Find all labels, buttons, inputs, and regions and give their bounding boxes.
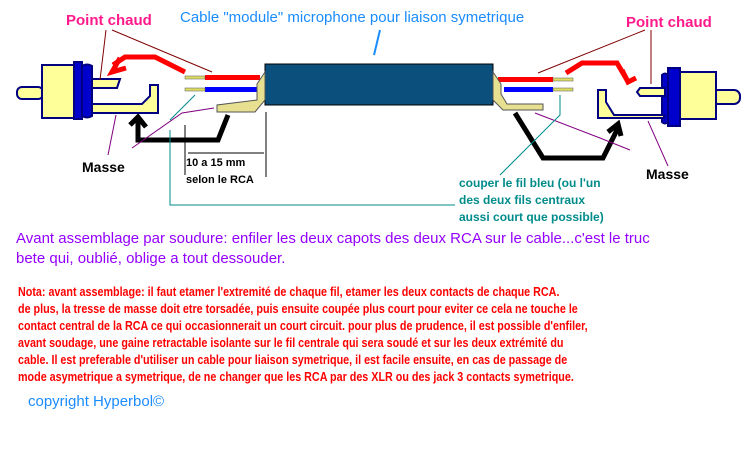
- nota-line: Nota: avant assemblage: il faut etamer l…: [18, 285, 560, 299]
- hot-point-label-right: Point chaud: [626, 14, 712, 31]
- cut-note-line: couper le fil bleu (ou l'un: [459, 176, 601, 190]
- ground-label-right: Masse: [646, 166, 689, 182]
- nota-line: cable. Il est preferable d'utiliser un c…: [18, 353, 568, 367]
- nota-line: mode asymetrique a symetrique, de ne cha…: [18, 370, 574, 384]
- leader-lines: [99, 29, 669, 206]
- cut-note: couper le fil bleu (ou l'un des deux fil…: [459, 175, 604, 226]
- length-line-2: selon le RCA: [186, 174, 254, 186]
- copyright: copyright Hyperbol©: [28, 393, 165, 410]
- cable-title: Cable "module" microphone pour liaison s…: [180, 9, 525, 26]
- hot-point-label-left: Point chaud: [66, 12, 152, 29]
- right-rca-connector: [597, 67, 741, 127]
- nota-paragraph: Nota: avant assemblage: il faut etamer l…: [18, 284, 588, 386]
- left-wires: [184, 70, 266, 113]
- cut-note-line: des deux fils centraux: [459, 193, 586, 207]
- assembly-note-line: bete qui, oublié, oblige a tout dessoude…: [16, 250, 286, 267]
- arrows: [106, 54, 638, 161]
- ground-label-left: Masse: [82, 159, 125, 175]
- nota-line: avant soudage, une gaine retractable iso…: [18, 336, 564, 350]
- nota-line: contact central de la RCA ce qui occasio…: [18, 319, 588, 333]
- assembly-note-line: Avant assemblage par soudure: enfiler le…: [16, 230, 650, 247]
- assembly-note: Avant assemblage par soudure: enfiler le…: [16, 229, 650, 269]
- cut-note-line: aussi court que possible): [459, 210, 604, 224]
- length-label: 10 a 15 mm selon le RCA: [186, 155, 254, 189]
- left-rca-connector: [16, 61, 159, 120]
- right-wires: [492, 70, 574, 111]
- cable-jacket: [264, 63, 494, 106]
- nota-line: de plus, la tresse de masse doit etre to…: [18, 302, 578, 316]
- length-line-1: 10 a 15 mm: [186, 157, 246, 169]
